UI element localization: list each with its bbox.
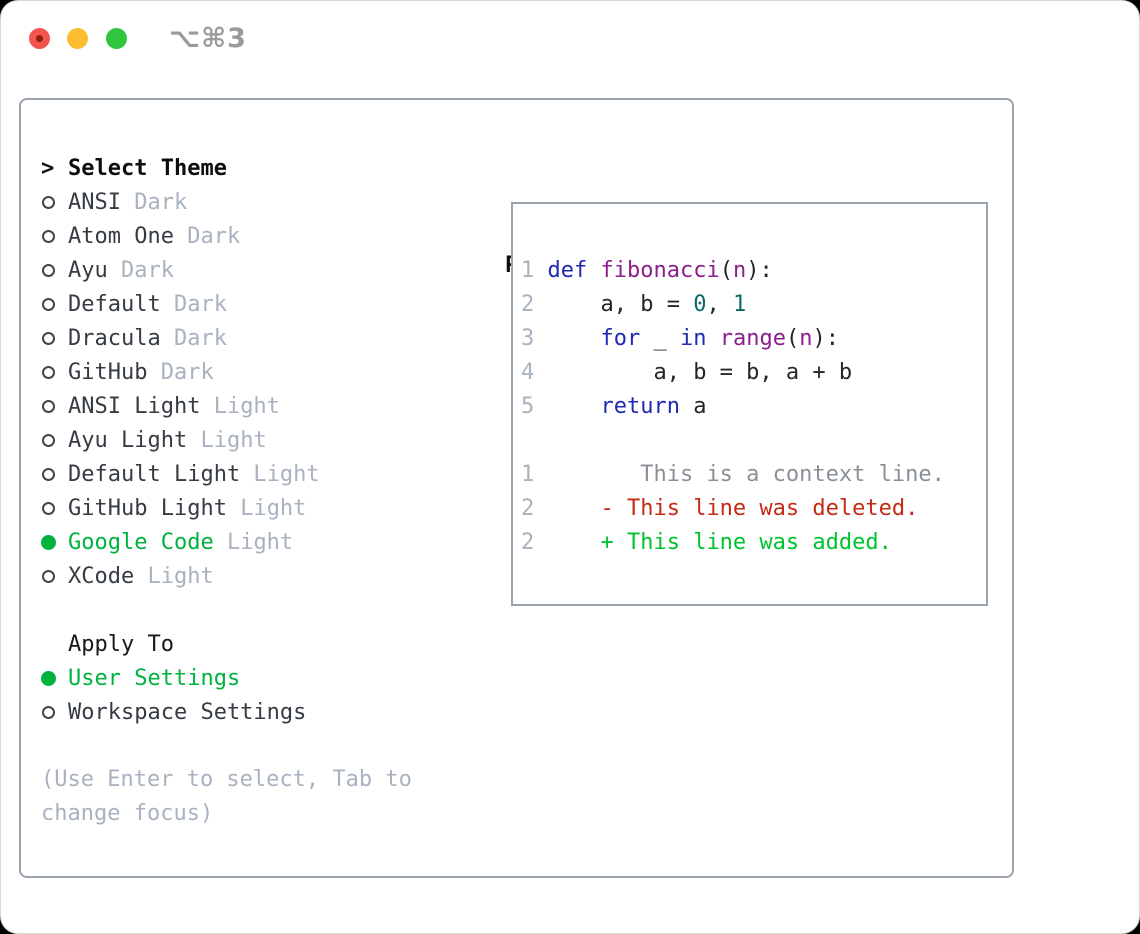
radio-unselected-icon [41, 297, 68, 311]
theme-option[interactable]: Google Code Light [41, 525, 481, 559]
radio-unselected-icon [41, 331, 68, 345]
preview-line: 2 a, b = 0, 1 [521, 292, 747, 317]
theme-option[interactable]: Atom One Dark [41, 219, 481, 253]
apply-to-option[interactable]: User Settings [41, 661, 481, 695]
radio-unselected-icon [41, 433, 68, 447]
theme-option[interactable]: GitHub Dark [41, 355, 481, 389]
preview-line: 1 This is a context line. [521, 462, 945, 487]
theme-option[interactable]: Ayu Light Light [41, 423, 481, 457]
option-label: GitHub [68, 359, 148, 385]
theme-option[interactable]: Dracula Dark [41, 321, 481, 355]
option-variant-label: Light [240, 461, 320, 487]
option-variant-label: Light [134, 563, 214, 589]
preview-line: 4 a, b = b, a + b [521, 360, 853, 385]
option-label: ANSI Light [68, 393, 201, 419]
window-title: ⌥⌘3 [169, 23, 247, 54]
radio-selected-icon [41, 534, 68, 550]
option-label: XCode [68, 563, 135, 589]
spacer [41, 729, 481, 763]
option-variant-label: Light [200, 393, 280, 419]
spacer [41, 593, 481, 627]
radio-unselected-icon [41, 263, 68, 277]
option-variant-label: Light [187, 427, 267, 453]
option-label: Dracula [68, 325, 161, 351]
radio-unselected-icon [41, 365, 68, 379]
option-label: Google Code [68, 529, 214, 555]
option-variant-label: Light [226, 495, 307, 521]
select-theme-header: > Select Theme [41, 151, 481, 185]
theme-option[interactable]: Ayu Dark [41, 253, 481, 287]
option-label: GitHub Light [68, 495, 227, 521]
theme-option[interactable]: Default Dark [41, 287, 481, 321]
option-variant-label: Dark [160, 291, 227, 317]
title-bar: ⌥⌘3 [1, 1, 1139, 77]
radio-unselected-icon [41, 467, 68, 481]
option-label: Atom One [68, 223, 174, 249]
theme-option[interactable]: XCode Light [41, 559, 481, 593]
option-variant-label: Dark [107, 257, 174, 283]
preview-box: 1 def fibonacci(n): 2 a, b = 0, 1 3 for _ … [511, 202, 988, 606]
option-variant-label: Dark [147, 359, 214, 385]
apply-to-header: Apply To [68, 631, 174, 657]
radio-unselected-icon [41, 195, 68, 209]
option-variant-label: Dark [173, 223, 241, 249]
option-label: ANSI [68, 189, 121, 215]
radio-selected-icon [41, 670, 68, 686]
preview-line: 5 return a [521, 394, 707, 419]
option-variant-label: Light [213, 529, 294, 555]
minimize-button[interactable] [67, 28, 88, 49]
preview-line: 2 + This line was added. [521, 530, 892, 555]
option-label: Ayu [68, 257, 108, 283]
option-label: Default [68, 291, 161, 317]
apply-to-option[interactable]: Workspace Settings [41, 695, 481, 729]
radio-unselected-icon [41, 501, 68, 515]
radio-unselected-icon [41, 229, 68, 243]
option-variant-label: Dark [120, 189, 188, 215]
theme-option[interactable]: ANSI Light Light [41, 389, 481, 423]
option-label: User Settings [68, 665, 241, 691]
theme-option[interactable]: ANSI Dark [41, 185, 481, 219]
theme-option[interactable]: Default Light Light [41, 457, 481, 491]
radio-unselected-icon [41, 399, 68, 413]
keyboard-hint: (Use Enter to select, Tab to change focu… [41, 767, 412, 826]
radio-unselected-icon [41, 569, 68, 583]
option-label: Ayu Light [68, 427, 188, 453]
radio-unselected-icon [41, 705, 68, 719]
select-theme-title: Select Theme [68, 155, 227, 181]
option-variant-label: Dark [160, 325, 227, 351]
preview-line [521, 424, 986, 458]
option-label: Workspace Settings [68, 699, 307, 725]
theme-option[interactable]: GitHub Light Light [41, 491, 481, 525]
code-preview: 1 def fibonacci(n): 2 a, b = 0, 1 3 for _ … [513, 204, 986, 560]
preview-line: 3 for _ in range(n): [521, 326, 839, 351]
option-label: Default Light [68, 461, 241, 487]
preview-line: 1 def fibonacci(n): [521, 258, 773, 283]
zoom-button[interactable] [106, 28, 127, 49]
prompt-icon: > [41, 155, 55, 181]
close-button[interactable] [29, 28, 50, 49]
preview-line: 2 - This line was deleted. [521, 496, 919, 521]
